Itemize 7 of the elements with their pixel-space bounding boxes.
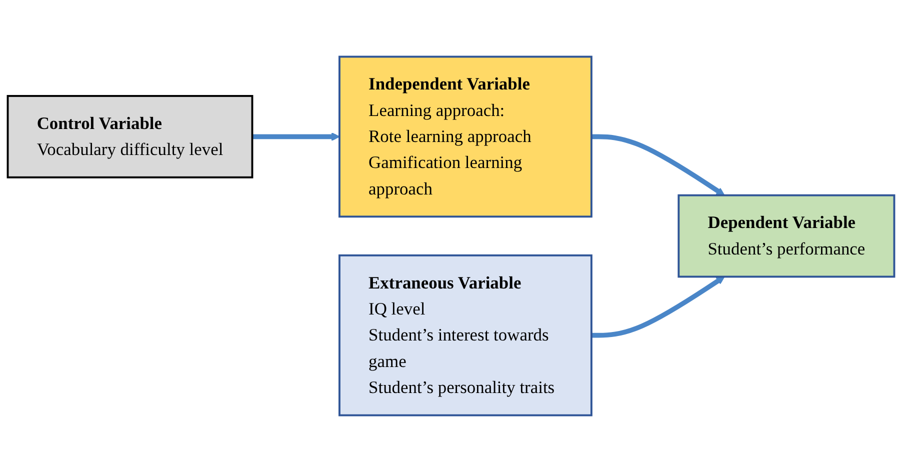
arrow [591, 134, 725, 196]
arrow [252, 132, 340, 141]
node-box [678, 194, 896, 278]
arrow [591, 276, 725, 338]
node-box [338, 254, 592, 416]
node-box [6, 95, 254, 178]
node-box [338, 56, 592, 218]
